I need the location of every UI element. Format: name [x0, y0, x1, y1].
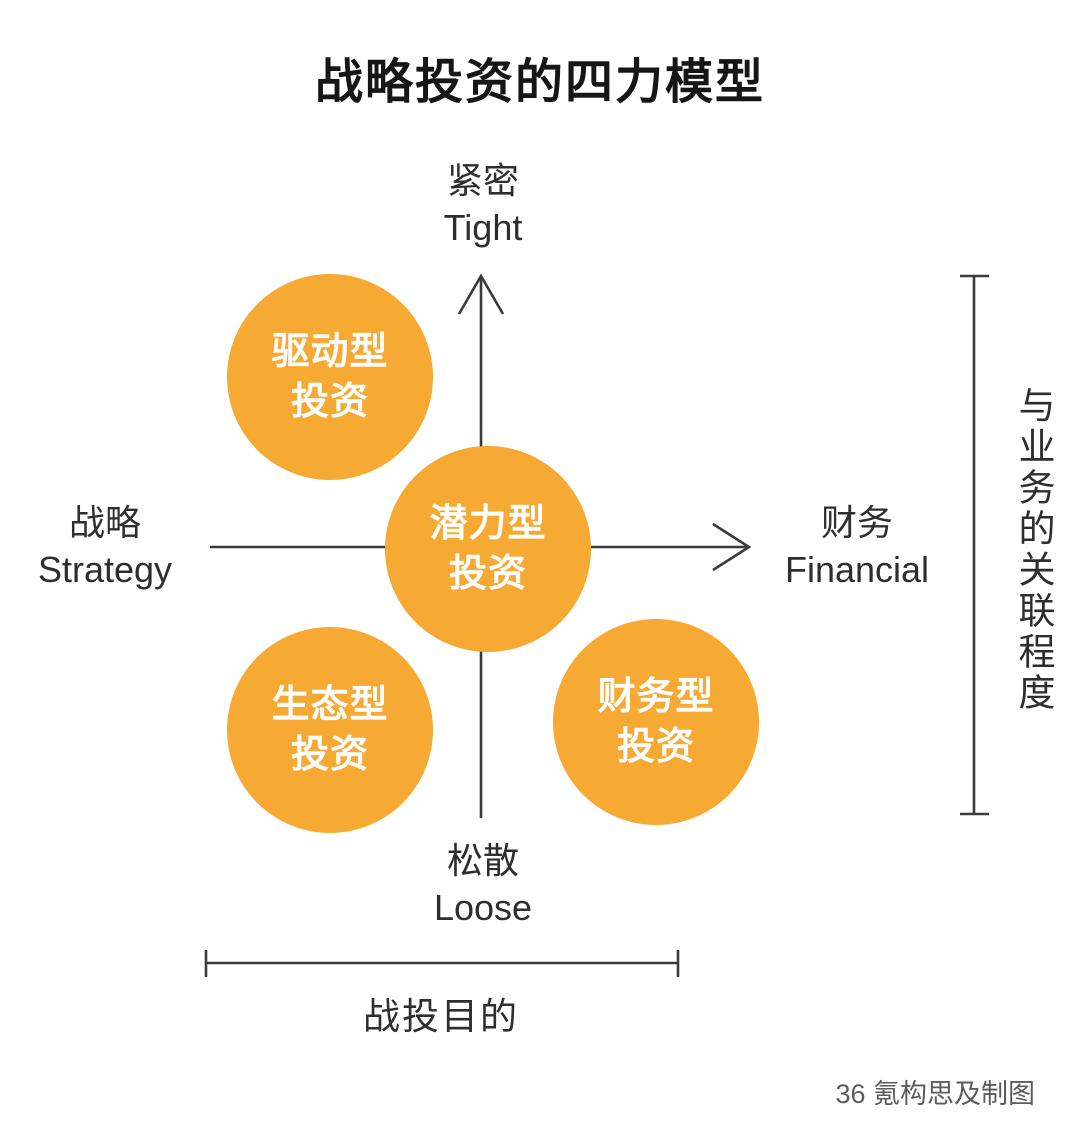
- circle-drive-line2: 投资: [290, 381, 369, 423]
- circle-potential-investment: 潜力型 投资: [385, 446, 591, 652]
- axis-label-tight: 紧密 Tight: [373, 158, 593, 252]
- axis-label-loose-en: Loose: [433, 886, 533, 928]
- circle-financial-investment: 财务型 投资: [553, 619, 759, 825]
- circle-financial-line2: 投资: [616, 726, 695, 768]
- right-bracket-label: 与业务的关联程度: [1013, 386, 1054, 714]
- circle-potential-line2: 投资: [448, 553, 527, 595]
- axis-label-strategy-en: Strategy: [37, 548, 173, 590]
- bottom-range-bracket: [204, 950, 680, 977]
- circle-ecosystem-line2: 投资: [290, 734, 369, 776]
- up-arrowhead-icon: [457, 273, 505, 315]
- axis-label-strategy: 战略 Strategy: [0, 500, 215, 594]
- circle-drive-line1: 驱动型: [271, 330, 389, 373]
- diagram-title: 战略投资的四力模型: [314, 56, 765, 109]
- circle-ecosystem-investment-label: 生态型 投资: [271, 680, 388, 780]
- right-arrowhead-icon: [712, 522, 752, 572]
- axis-label-loose-zh: 松散: [446, 840, 519, 881]
- axis-label-financial-zh: 财务: [820, 502, 893, 543]
- axis-label-loose: 松散 Loose: [373, 838, 593, 932]
- circle-drive-investment-label: 驱动型 投资: [271, 327, 388, 427]
- axis-label-tight-en: Tight: [443, 206, 523, 248]
- circle-financial-line1: 财务型: [597, 675, 715, 718]
- circle-ecosystem-line1: 生态型: [271, 683, 389, 726]
- circle-potential-investment-label: 潜力型 投资: [429, 499, 546, 599]
- circle-financial-investment-label: 财务型 投资: [597, 672, 714, 772]
- bottom-bracket-label: 战投目的: [363, 996, 519, 1037]
- circle-ecosystem-investment: 生态型 投资: [227, 627, 433, 833]
- axis-label-financial-en: Financial: [784, 548, 930, 590]
- axis-label-financial: 财务 Financial: [747, 500, 967, 594]
- circle-potential-line1: 潜力型: [429, 502, 547, 545]
- axis-label-strategy-zh: 战略: [68, 502, 141, 543]
- footer-credit: 36 氪构思及制图: [835, 1079, 1035, 1109]
- axis-label-tight-zh: 紧密: [446, 160, 519, 201]
- circle-drive-investment: 驱动型 投资: [227, 274, 433, 480]
